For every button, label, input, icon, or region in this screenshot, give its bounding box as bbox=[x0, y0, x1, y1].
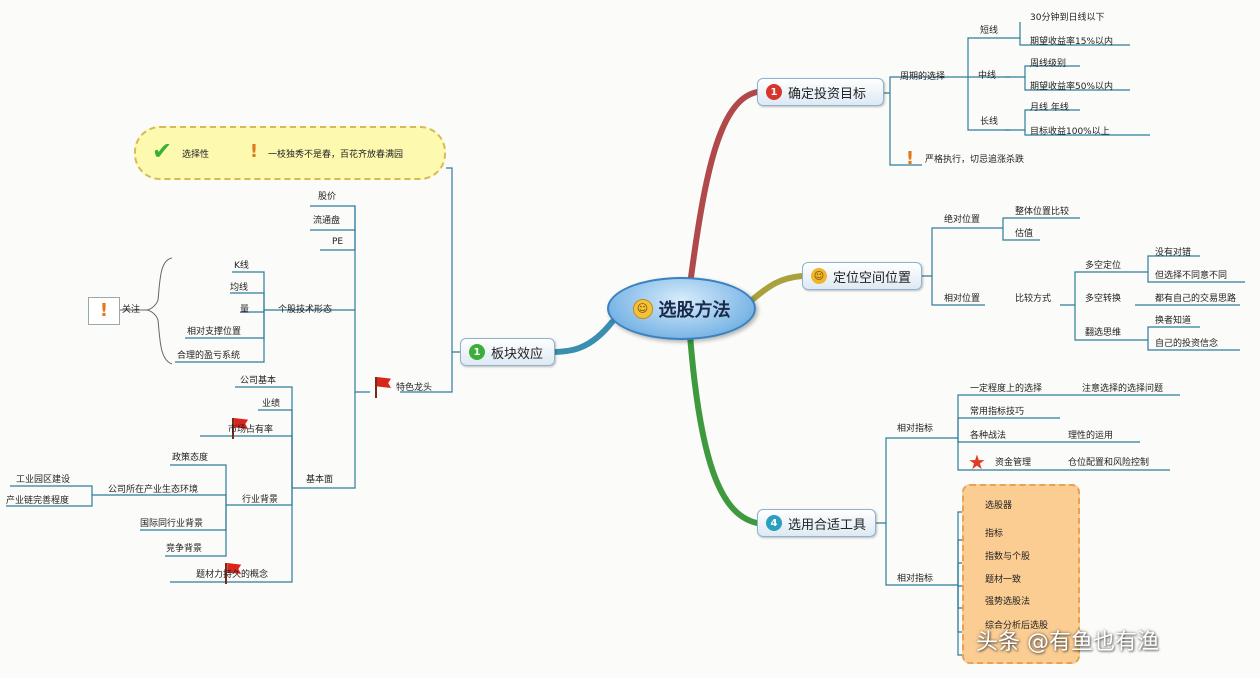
topic-investment-goal[interactable]: 1 确定投资目标 bbox=[757, 78, 884, 106]
focus-item-2: PE bbox=[332, 237, 344, 247]
priority-1-icon: 1 bbox=[469, 344, 485, 360]
habit-item-1: 自己的投资信念 bbox=[1155, 339, 1219, 349]
tool-list-highlight bbox=[962, 484, 1080, 664]
focus-item-0: 股价 bbox=[318, 192, 337, 202]
relative-tool-0-note: 注意选择的选择问题 bbox=[1082, 384, 1164, 394]
fundamental-item-1: 业绩 bbox=[262, 399, 281, 409]
short-term-label: 短线 bbox=[980, 26, 999, 36]
cycle-choice-label: 周期的选择 bbox=[900, 72, 946, 82]
check-icon: ✔ bbox=[152, 137, 173, 165]
relative-tools-label: 相对指标 bbox=[897, 424, 934, 434]
relative-position-label: 相对位置 bbox=[944, 294, 981, 304]
long-term-item-0: 月线 年线 bbox=[1030, 103, 1069, 113]
relative-tool-1: 常用指标技巧 bbox=[970, 407, 1025, 417]
central-topic[interactable]: ☺ 选股方法 bbox=[607, 277, 756, 340]
absolute-tool-3: 题材一致 bbox=[985, 575, 1022, 585]
relative-tool-2: 各种战法 bbox=[970, 431, 1007, 441]
habit-label: 翻选思维 bbox=[1085, 328, 1122, 338]
note-box: ! bbox=[88, 297, 120, 325]
star-icon: ★ bbox=[968, 450, 986, 474]
feature-leader-label: 特色龙头 bbox=[396, 383, 433, 393]
absolute-tool-0: 选股器 bbox=[985, 501, 1013, 511]
branch4-connector bbox=[549, 319, 615, 355]
cloud-right-label: 一枝独秀不是春，百花齐放春满园 bbox=[268, 150, 404, 160]
multi-position-item-1: 但选择不同意不同 bbox=[1155, 271, 1228, 281]
tech-brace bbox=[145, 257, 173, 365]
topic-tools-label: 选用合适工具 bbox=[788, 517, 867, 533]
multi-switch-label: 多空转换 bbox=[1085, 294, 1122, 304]
eco-item-0: 工业园区建设 bbox=[16, 475, 71, 485]
absolute-position-label: 绝对位置 bbox=[944, 215, 981, 225]
red-flag-icon bbox=[372, 376, 392, 398]
absolute-tool-5: 综合分析后选股 bbox=[985, 621, 1049, 631]
topic-tools[interactable]: 4 选用合适工具 bbox=[757, 509, 876, 537]
multi-switch-item-0: 都有自己的交易思路 bbox=[1155, 294, 1237, 304]
smiley-icon: ☺ bbox=[811, 268, 827, 284]
industry-policy: 政策态度 bbox=[172, 453, 209, 463]
topic-sector-effect-label: 板块效应 bbox=[491, 346, 544, 362]
habit-item-0: 换者知道 bbox=[1155, 316, 1192, 326]
mid-term-item-0: 周线级别 bbox=[1030, 59, 1067, 69]
warning-icon: ! bbox=[99, 300, 109, 321]
smiley-icon: ☺ bbox=[632, 298, 653, 319]
branch2-connector bbox=[749, 273, 805, 303]
fundamental-label: 基本面 bbox=[306, 475, 334, 485]
strict-execution-note: 严格执行，切忌追涨杀跌 bbox=[925, 155, 1025, 165]
focus-item-1: 流通盘 bbox=[313, 216, 341, 226]
short-term-item-1: 期望收益率15%以内 bbox=[1030, 37, 1114, 47]
red-flag-icon bbox=[222, 562, 242, 584]
absolute-tool-1: 指标 bbox=[985, 529, 1004, 539]
tech-item-0: K线 bbox=[234, 261, 249, 271]
summary-cloud bbox=[134, 126, 446, 180]
industry-ecosystem: 公司所在产业生态环境 bbox=[108, 485, 199, 495]
tech-item-2: 量 bbox=[240, 305, 250, 315]
compare-method-label: 比较方式 bbox=[1015, 294, 1052, 304]
topic-position-label: 定位空间位置 bbox=[833, 270, 912, 286]
short-term-item-0: 30分钟到日线以下 bbox=[1030, 13, 1105, 23]
topic-sector-effect[interactable]: 1 板块效应 bbox=[460, 338, 555, 366]
absolute-item-0: 整体位置比较 bbox=[1015, 207, 1070, 217]
eco-item-1: 产业链完善程度 bbox=[6, 496, 70, 506]
branch1-connector bbox=[687, 89, 760, 288]
tech-item-4: 合理的盈亏系统 bbox=[177, 351, 241, 361]
central-topic-label: 选股方法 bbox=[658, 299, 731, 321]
fundamental-item-0: 公司基本 bbox=[240, 376, 277, 386]
long-term-label: 长线 bbox=[980, 117, 999, 127]
relative-tool-3: 资金管理 bbox=[995, 458, 1032, 468]
tech-item-1: 均线 bbox=[230, 283, 249, 293]
relative-tool-2-note: 理性的运用 bbox=[1068, 431, 1114, 441]
industry-label: 行业背景 bbox=[242, 495, 279, 505]
warning-icon: ! bbox=[905, 148, 915, 169]
fundamental-item-2: 市场占有率 bbox=[228, 425, 274, 435]
relative-tool-3-note: 仓位配置和风险控制 bbox=[1068, 458, 1150, 468]
tech-pattern-label: 个股技术形态 bbox=[278, 305, 333, 315]
branch3-connector bbox=[687, 332, 760, 526]
mid-term-item-1: 期望收益率50%以内 bbox=[1030, 82, 1114, 92]
absolute-item-1: 估值 bbox=[1015, 229, 1034, 239]
relative-tool-0: 一定程度上的选择 bbox=[970, 384, 1043, 394]
multi-position-item-0: 没有对错 bbox=[1155, 248, 1192, 258]
tech-note-label: 关注 bbox=[122, 305, 141, 315]
sustain-label: 题材力持久的概念 bbox=[196, 570, 269, 580]
topic-investment-goal-label: 确定投资目标 bbox=[788, 86, 867, 102]
mid-term-label: 中线 bbox=[978, 71, 997, 81]
industry-competition: 竞争背景 bbox=[166, 544, 203, 554]
absolute-tool-4: 强势选股法 bbox=[985, 597, 1031, 607]
warning-icon: ! bbox=[249, 141, 259, 162]
absolute-tool-2: 指数与个股 bbox=[985, 552, 1031, 562]
watermark: 头条 @有鱼也有渔 bbox=[976, 630, 1159, 655]
topic-position[interactable]: ☺ 定位空间位置 bbox=[802, 262, 922, 290]
absolute-tools-label: 相对指标 bbox=[897, 574, 934, 584]
long-term-item-1: 目标收益100%以上 bbox=[1030, 127, 1110, 137]
priority-4-icon: 4 bbox=[766, 515, 782, 531]
industry-international: 国际同行业背景 bbox=[140, 519, 204, 529]
multi-position-label: 多空定位 bbox=[1085, 261, 1122, 271]
red-flag-icon bbox=[229, 417, 249, 439]
priority-1-icon: 1 bbox=[766, 84, 782, 100]
cloud-left-label: 选择性 bbox=[182, 150, 210, 160]
tech-item-3: 相对支撑位置 bbox=[187, 327, 242, 337]
